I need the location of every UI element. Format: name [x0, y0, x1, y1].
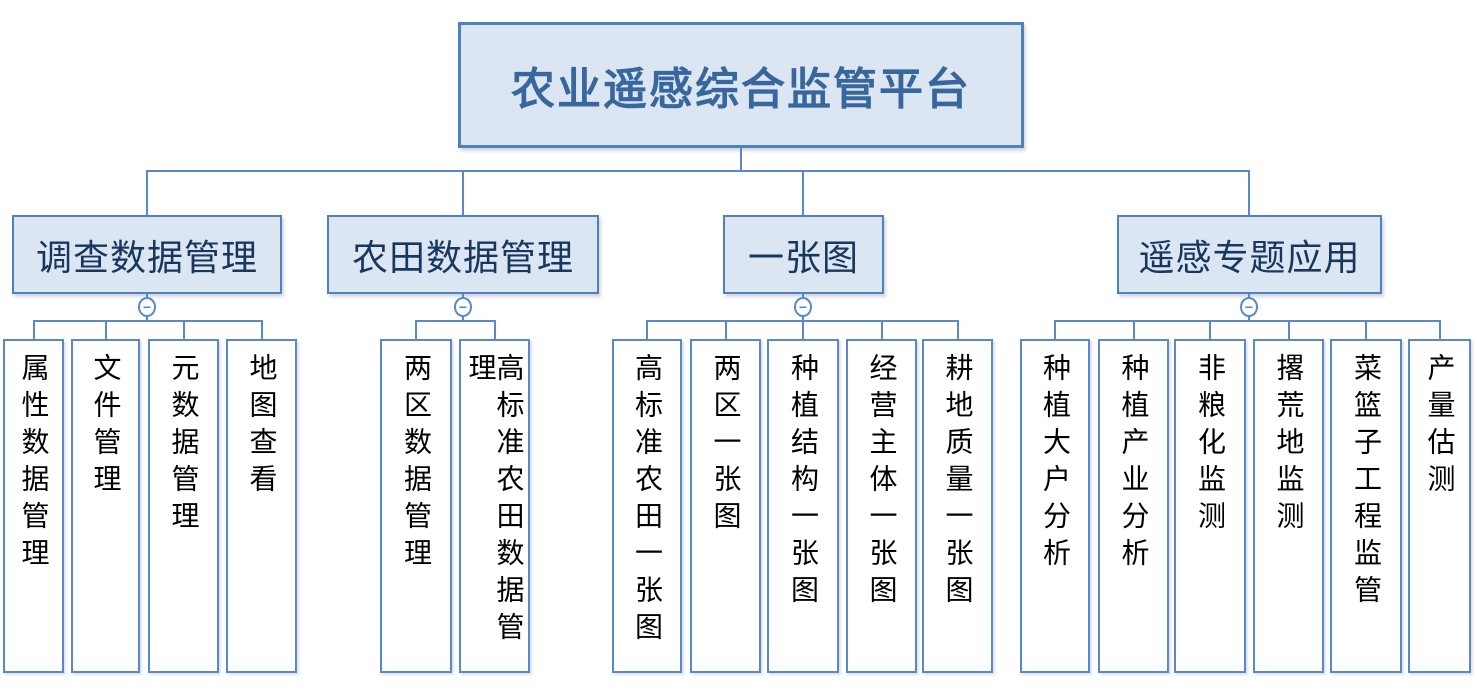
- branch-node-one-map: 一张图: [723, 215, 884, 294]
- collapse-minus-button-branch-3[interactable]: −: [794, 297, 812, 317]
- leaf-node-metadata-mgmt: 元数据管理: [148, 339, 219, 673]
- connector-drop-leaf: [881, 320, 883, 339]
- leaf-label: 菜篮子工程监管: [1351, 353, 1382, 612]
- root-node-label: 农业遥感综合监管平台: [511, 65, 971, 114]
- connector-bus-group-4: [1054, 320, 1440, 322]
- leaf-node-abandoned-land-monitoring: 撂荒地监测: [1253, 339, 1324, 673]
- connector-drop-leaf: [105, 320, 107, 339]
- leaf-node-planting-industry-analysis: 种植产业分析: [1098, 339, 1169, 673]
- leaf-node-two-zones-map: 两区一张图: [690, 339, 761, 673]
- connector-drop-leaf: [415, 320, 417, 339]
- leaf-node-high-standard-farmland-data-mgmt: 高标准农田数据管理: [459, 339, 530, 673]
- leaf-label: 两区一张图: [710, 353, 742, 538]
- connector-drop-leaf: [725, 320, 727, 339]
- connector-drop-leaf: [646, 320, 648, 339]
- leaf-node-yield-estimation: 产量估测: [1408, 339, 1471, 673]
- leaf-node-two-zones-data-mgmt: 两区数据管理: [380, 339, 452, 673]
- leaf-label: 非粮化监测: [1195, 353, 1226, 538]
- connector-bus-group-2: [415, 320, 496, 322]
- leaf-node-non-grain-monitoring: 非粮化监测: [1174, 339, 1246, 673]
- leaf-node-attribute-data-mgmt: 属性数据管理: [3, 339, 64, 673]
- connector-drop-branch-2: [462, 170, 464, 215]
- leaf-label: 文件管理: [90, 353, 122, 501]
- leaf-label: 两区数据管理: [401, 353, 432, 575]
- leaf-label: 经营主体一张图: [866, 353, 898, 612]
- leaf-label: 产量估测: [1424, 353, 1456, 501]
- branch-label: 农田数据管理: [351, 236, 574, 278]
- collapse-minus-button-branch-2[interactable]: −: [454, 297, 472, 317]
- leaf-label: 高标准农田数据管理: [465, 353, 525, 649]
- collapse-minus-button-branch-4[interactable]: −: [1240, 297, 1258, 317]
- leaf-node-large-grower-analysis: 种植大户分析: [1020, 339, 1090, 673]
- leaf-node-arable-land-quality-map: 耕地质量一张图: [922, 339, 993, 673]
- connector-drop-leaf: [183, 320, 185, 339]
- connector-level1-bus: [146, 170, 1250, 172]
- leaf-label: 属性数据管理: [18, 353, 50, 575]
- connector-drop-leaf: [1365, 320, 1367, 339]
- branch-label: 调查数据管理: [35, 236, 258, 278]
- connector-drop-leaf: [1288, 320, 1290, 339]
- connector-drop-leaf: [1439, 320, 1441, 339]
- leaf-node-high-standard-farmland-map: 高标准农田一张图: [612, 339, 682, 673]
- leaf-label: 种植大户分析: [1040, 353, 1071, 575]
- leaf-node-file-mgmt: 文件管理: [71, 339, 140, 673]
- leaf-node-map-view: 地图查看: [226, 339, 297, 673]
- connector-drop-leaf: [1054, 320, 1056, 339]
- branch-node-rs-application: 遥感专题应用: [1117, 215, 1382, 294]
- connector-drop-leaf: [494, 320, 496, 339]
- leaf-label: 种植产业分析: [1118, 353, 1150, 575]
- root-node: 农业遥感综合监管平台: [458, 22, 1024, 148]
- connector-drop-branch-1: [146, 170, 148, 215]
- leaf-label: 元数据管理: [168, 353, 200, 538]
- connector-drop-leaf: [261, 320, 263, 339]
- leaf-label: 撂荒地监测: [1273, 353, 1305, 538]
- leaf-label: 种植结构一张图: [788, 353, 819, 612]
- connector-bus-group-1: [33, 320, 262, 322]
- connector-root-stub: [740, 148, 742, 172]
- leaf-label: 耕地质量一张图: [942, 353, 974, 612]
- leaf-node-business-entity-map: 经营主体一张图: [846, 339, 917, 673]
- leaf-node-vegetable-basket-supervision: 菜篮子工程监管: [1330, 339, 1402, 673]
- branch-node-farmland-data: 农田数据管理: [327, 215, 599, 294]
- branch-label: 遥感专题应用: [1138, 236, 1361, 278]
- leaf-label: 高标准农田一张图: [632, 353, 663, 649]
- connector-drop-leaf: [33, 320, 35, 339]
- leaf-node-planting-structure-map: 种植结构一张图: [767, 339, 839, 673]
- connector-drop-branch-4: [1248, 170, 1250, 215]
- connector-drop-leaf: [957, 320, 959, 339]
- connector-drop-leaf: [1133, 320, 1135, 339]
- connector-drop-leaf: [1209, 320, 1211, 339]
- branch-label: 一张图: [747, 236, 859, 278]
- connector-drop-leaf: [802, 320, 804, 339]
- branch-node-survey-data: 调查数据管理: [12, 215, 282, 294]
- leaf-label: 地图查看: [246, 353, 278, 501]
- collapse-minus-button-branch-1[interactable]: −: [138, 297, 156, 317]
- connector-drop-branch-3: [802, 170, 804, 215]
